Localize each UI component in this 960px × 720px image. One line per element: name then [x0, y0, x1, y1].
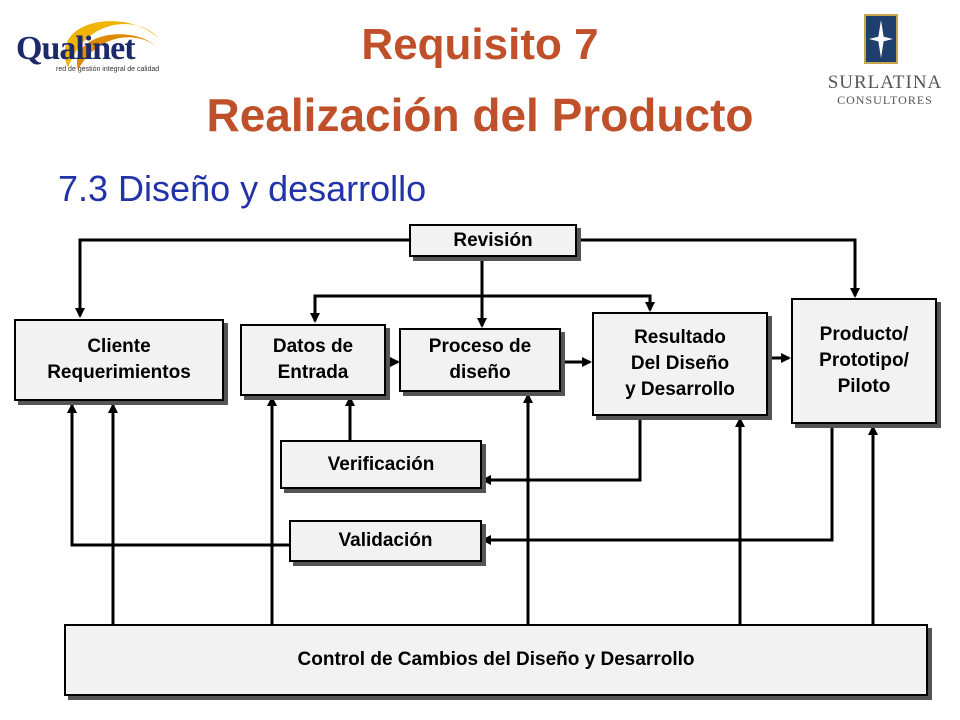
revision-box: Revisión — [409, 224, 577, 257]
compass-star-icon — [864, 14, 898, 64]
datos-label: Datos de Entrada — [272, 336, 354, 383]
validacion-label: Validación — [338, 530, 433, 551]
arrow-validacion-cliente — [67, 403, 290, 547]
validacion-box: Validación — [289, 520, 482, 562]
arrow-revision-resultado — [482, 294, 655, 312]
arrow-revision-producto — [577, 238, 860, 298]
control-cambios-box: Control de Cambios del Diseño y Desarrol… — [64, 624, 928, 696]
cliente-box: Cliente Requerimientos — [14, 319, 224, 401]
surlatina-logo: SURLATINA CONSULTORES — [820, 14, 950, 109]
page-title-line2: Realización del Producto — [206, 89, 754, 141]
surlatina-sub: CONSULTORES — [837, 93, 933, 107]
qualinet-logo: Qualinet red de gestión integral de cali… — [8, 8, 168, 78]
section-subtitle: 7.3 Diseño y desarrollo — [58, 168, 427, 209]
revision-label: Revisión — [453, 229, 533, 251]
datos-entrada-box: Datos de Entrada — [240, 324, 386, 396]
arrow-revision-datos — [310, 294, 482, 323]
qualinet-tagline: red de gestión integral de calidad — [56, 66, 160, 73]
producto-box: Producto/ Prototipo/ Piloto — [791, 298, 937, 424]
verificacion-box: Verificación — [280, 440, 482, 489]
arrow-producto-validacion — [481, 425, 834, 545]
proceso-label: Proceso de diseño — [428, 336, 532, 383]
resultado-box: Resultado Del Diseño y Desarrollo — [592, 312, 768, 416]
arrow-resultado-verificacion — [481, 417, 642, 485]
arrow-revision-cliente — [75, 238, 410, 318]
cliente-label: Cliente Requerimientos — [47, 336, 191, 383]
proceso-diseno-box: Proceso de diseño — [399, 328, 561, 392]
qualinet-swirl-icon — [64, 21, 158, 70]
resultado-label: Resultado Del Diseño y Desarrollo — [625, 327, 735, 400]
control-label: Control de Cambios del Diseño y Desarrol… — [297, 649, 695, 670]
page-title: Requisito 7 — [361, 20, 599, 69]
verificacion-label: Verificación — [327, 453, 435, 475]
producto-label: Producto/ Prototipo/ Piloto — [819, 324, 909, 397]
qualinet-name: Qualinet — [16, 30, 136, 67]
surlatina-name: SURLATINA — [827, 72, 943, 93]
